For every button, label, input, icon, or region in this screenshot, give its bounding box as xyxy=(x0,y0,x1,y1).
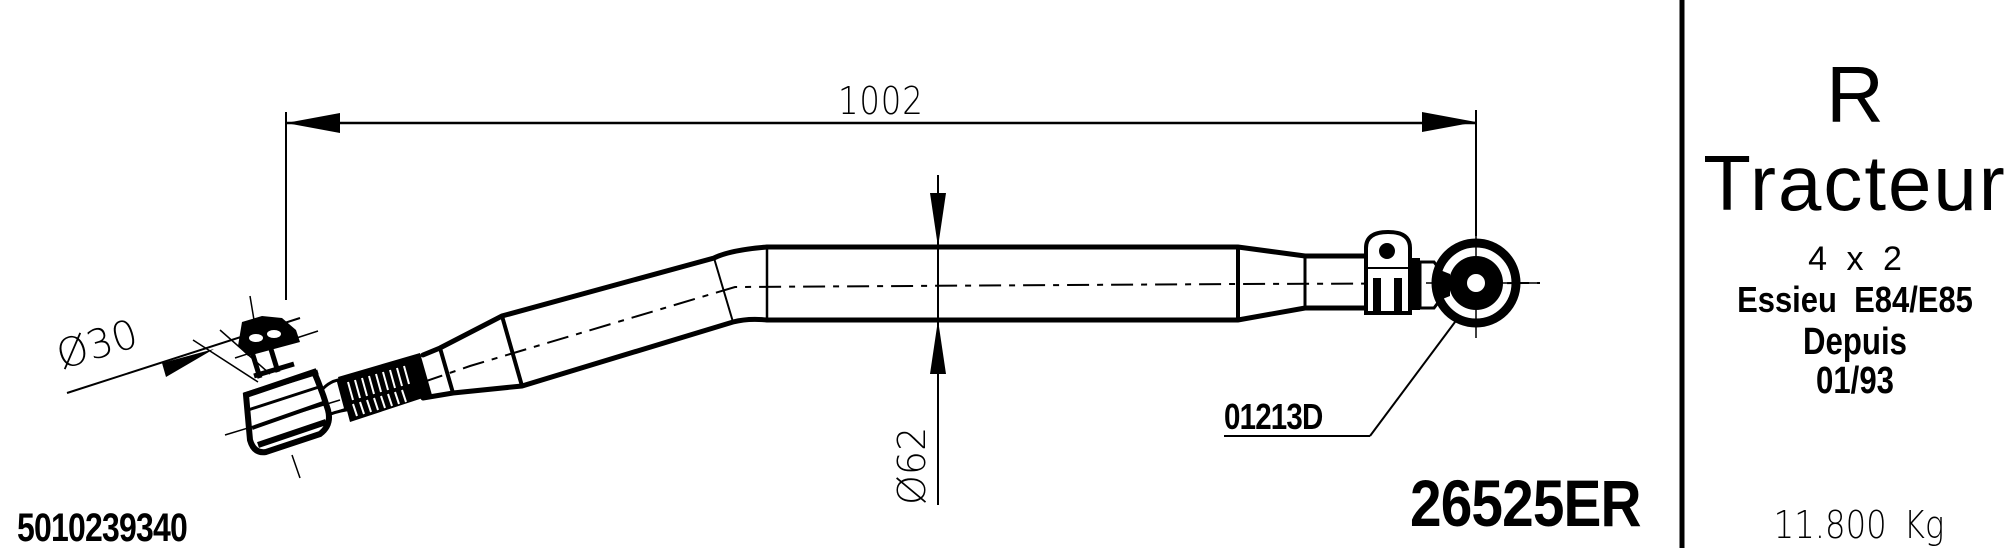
right-eye xyxy=(1426,236,1540,338)
axle-model: Essieu E84/E85 xyxy=(1737,279,1973,320)
overall-length-label: 1002 xyxy=(838,79,924,123)
tie-rod-tube xyxy=(420,244,1369,401)
info-panel: R Tracteur 4 x 2 Essieu E84/E85 Depuis 0… xyxy=(1688,0,2008,548)
weight: 11.800 Kg xyxy=(1773,503,1945,547)
part-number: 26525ER xyxy=(1410,466,1642,540)
tube-diameter-dimension xyxy=(930,175,946,505)
tube-diameter-label: Ø62 xyxy=(890,426,934,505)
right-clamp xyxy=(1364,229,1442,315)
since-label: Depuis xyxy=(1803,321,1907,363)
clamp-reference-leader xyxy=(1224,317,1459,437)
oem-number: 5010239340 xyxy=(17,506,188,550)
left-ball-joint xyxy=(219,295,341,479)
length-dimension xyxy=(285,110,1477,300)
side-code: R xyxy=(1826,50,1884,139)
axle-configuration: 4 x 2 xyxy=(1808,240,1902,278)
since-date: 01/93 xyxy=(1816,360,1894,402)
vehicle-type: Tracteur xyxy=(1703,139,2007,227)
clamp-reference-label: 01213D xyxy=(1224,396,1323,437)
left-bellows xyxy=(318,353,432,422)
